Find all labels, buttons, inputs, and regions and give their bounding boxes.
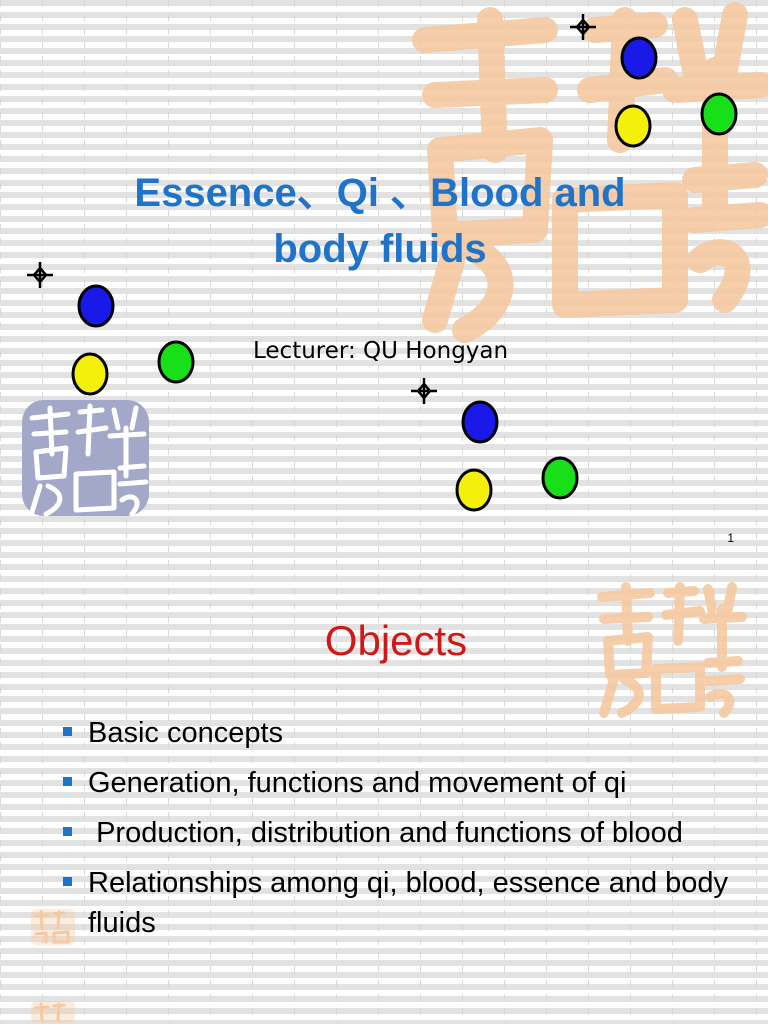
list-item: Relationships among qi, blood, essence a…	[60, 863, 740, 943]
seal-stamp-icon	[31, 1001, 75, 1023]
colored-dots-cluster-icon	[411, 378, 579, 512]
sparkle-icon	[411, 378, 437, 404]
list-item-text: Production, distribution and functions o…	[88, 817, 683, 849]
square-bullet-icon	[63, 827, 72, 836]
bullet-list: Basic concepts Generation, functions and…	[60, 713, 740, 953]
slide-2: Objects Basic concepts Generation, funct…	[0, 565, 768, 1024]
list-item-text: Basic concepts	[88, 717, 284, 749]
title-line-1: Essence、Qi 、Blood and	[134, 171, 626, 215]
square-bullet-icon	[63, 727, 72, 736]
seal-stamp-icon	[22, 400, 149, 517]
list-item-text: Relationships among qi, blood, essence a…	[88, 867, 729, 939]
seal-stamp-icon	[31, 909, 75, 945]
slide-1: Essence、Qi 、Blood and body fluids Lectur…	[22, 2, 768, 545]
sparkle-icon	[570, 14, 596, 40]
slide-title: Essence、Qi 、Blood and body fluids	[60, 165, 700, 277]
seal-stamp-icon	[597, 582, 747, 718]
colored-dots-cluster-icon	[27, 262, 195, 396]
colored-dots-cluster-icon	[570, 14, 738, 148]
sparkle-icon	[27, 262, 53, 288]
slide-number: 1	[727, 531, 734, 545]
title-line-2: body fluids	[273, 227, 487, 271]
list-item: Basic concepts	[60, 713, 740, 753]
slide-title: Objects	[324, 617, 468, 664]
square-bullet-icon	[63, 877, 72, 886]
lecturer-name: Lecturer: QU Hongyan	[253, 338, 509, 364]
seal-stamp-icon	[412, 2, 768, 343]
list-item: Production, distribution and functions o…	[60, 813, 740, 853]
list-item-text: Generation, functions and movement of qi	[88, 767, 627, 799]
list-item: Generation, functions and movement of qi	[60, 763, 740, 803]
square-bullet-icon	[63, 777, 72, 786]
